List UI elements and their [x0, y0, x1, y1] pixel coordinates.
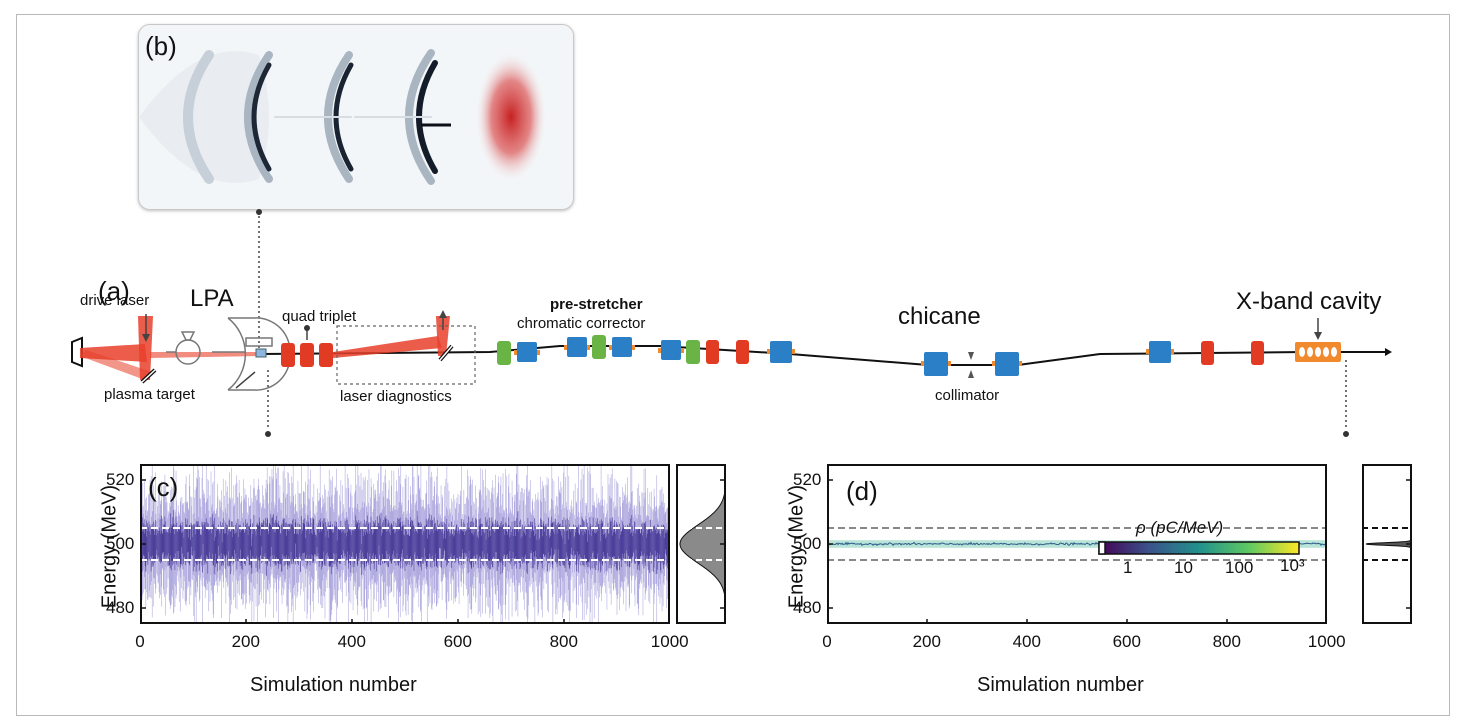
- c-xtick-label: 800: [549, 632, 578, 651]
- d-xtick-label: 200: [912, 632, 941, 651]
- panel-label-a: (a): [98, 276, 130, 306]
- hist-frame: [1362, 464, 1412, 624]
- c-xtick-label: 1000: [650, 632, 689, 651]
- energy-projection: [679, 464, 726, 624]
- c-xtick-label: 400: [337, 632, 366, 651]
- c-xtick-label: 0: [135, 632, 145, 651]
- laser-diagnostics-label: laser diagnostics: [340, 388, 452, 405]
- c-ytick-label: 500: [106, 534, 135, 553]
- colorbar-tick-1000: 10³: [1280, 556, 1305, 575]
- colorbar-tick-1: 1: [1123, 558, 1133, 577]
- xlabel-d: Simulation number: [977, 674, 1144, 696]
- d-xtick-label: 600: [1112, 632, 1141, 651]
- colorbar-tick-10: 10: [1174, 558, 1193, 577]
- d-ytick-label: 480: [793, 598, 822, 617]
- pre-stretcher-label: pre-stretcher: [550, 296, 643, 313]
- data-series: [140, 464, 670, 624]
- c-ytick-label: 520: [106, 470, 135, 489]
- colorbar-label: ρ (pC/MeV): [1136, 518, 1224, 537]
- chromatic-corrector-label: chromatic corrector: [517, 315, 646, 332]
- c-xtick-label: 200: [231, 632, 260, 651]
- d-xtick-label: 400: [1012, 632, 1041, 651]
- panel-label-d: (d): [846, 476, 878, 506]
- chicane-label: chicane: [898, 303, 981, 330]
- figure-frame: [16, 14, 1450, 716]
- c-ytick-label: 480: [106, 598, 135, 617]
- d-ytick-label: 520: [793, 470, 822, 489]
- plasma-wake-image: [139, 25, 573, 209]
- xlabel-c: Simulation number: [250, 674, 417, 696]
- lpa-label: LPA: [190, 285, 234, 312]
- panel-label-c: (c): [148, 472, 179, 502]
- energy-histogram-d: [1362, 464, 1412, 624]
- quad-triplet-label: quad triplet: [282, 308, 357, 325]
- d-xtick-label: 800: [1212, 632, 1241, 651]
- drive-laser-label: drive laser: [80, 292, 150, 309]
- colorbar-tick-100: 100: [1225, 558, 1254, 577]
- hist-frame: [676, 464, 726, 624]
- plasma-target-label: plasma target: [104, 386, 195, 403]
- collimator-label: collimator: [935, 387, 1000, 404]
- d-xtick-label: 1000: [1307, 632, 1346, 651]
- colorbar: [1098, 541, 1300, 555]
- energy-histogram-c: [676, 464, 726, 624]
- d-ytick-label: 500: [793, 534, 822, 553]
- panel-label-b: (b): [145, 31, 177, 61]
- d-xtick-label: 0: [822, 632, 832, 651]
- energy-projection: [1365, 464, 1412, 624]
- xband-cavity-label: X-band cavity: [1236, 288, 1382, 315]
- energy-plot-c: [140, 464, 670, 624]
- energy-plot-d: [827, 464, 1327, 624]
- c-xtick-label: 600: [443, 632, 472, 651]
- wake-inset: (b): [138, 24, 574, 210]
